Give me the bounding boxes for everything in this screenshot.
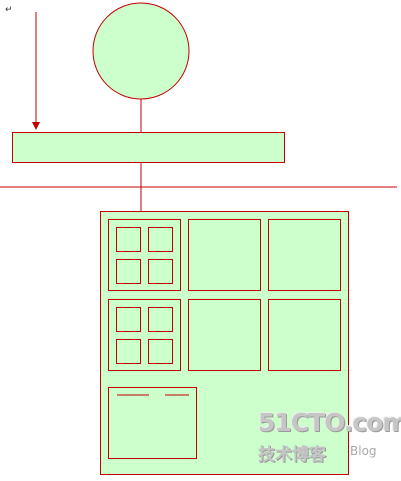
mini-square: [116, 259, 141, 284]
top-circle: [92, 2, 190, 100]
mini-square: [116, 307, 141, 332]
horizontal-bar: [12, 132, 285, 163]
bottom-box: [108, 387, 197, 459]
mini-square: [116, 227, 141, 252]
mini-square: [148, 227, 173, 252]
grid-cell-r2c2: [188, 299, 261, 371]
grid-cell-r1c2: [188, 219, 261, 291]
mini-square: [116, 339, 141, 364]
mini-square: [148, 259, 173, 284]
mini-square: [148, 307, 173, 332]
mini-square: [148, 339, 173, 364]
grid-cell-r2c3: [268, 299, 341, 371]
grid-cell-r1c3: [268, 219, 341, 291]
paragraph-return-mark: ↵: [5, 5, 13, 15]
